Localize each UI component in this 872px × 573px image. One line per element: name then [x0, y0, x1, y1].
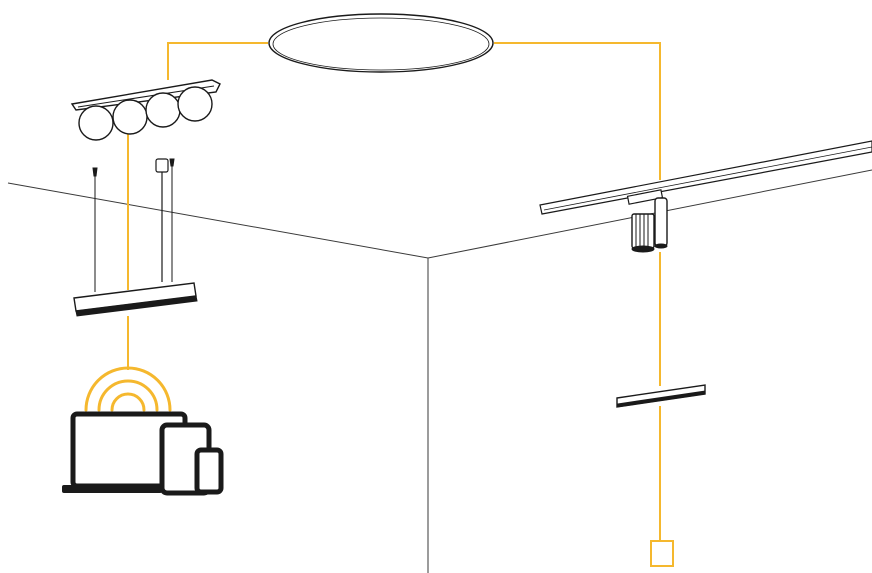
four-globe-bar-pendant-icon	[70, 79, 221, 141]
smartphone-icon	[194, 447, 224, 495]
round-ceiling-panel-icon	[268, 13, 494, 73]
globe-4	[177, 86, 213, 122]
globe-3	[145, 92, 181, 128]
spot-stem	[654, 197, 668, 247]
connector-ceiling-to-globe	[167, 42, 268, 80]
globe-1	[78, 105, 114, 141]
globe-2	[112, 99, 148, 135]
track-rail	[539, 140, 872, 215]
spot-head	[631, 213, 655, 249]
linear-suspended-luminaire-icon	[73, 158, 198, 317]
room-corner-outline	[7, 169, 872, 573]
track-adapter	[626, 189, 664, 205]
left-ceiling-edge	[7, 182, 429, 259]
wall-linear-luminaire-icon	[616, 384, 706, 408]
wireless-signal-icon	[84, 366, 172, 412]
wall-switch-panel-icon	[650, 540, 674, 567]
connector-lines	[127, 42, 661, 541]
pendant-canopy	[155, 158, 169, 173]
track-rail-spotlight-icon	[539, 140, 872, 253]
connector-ceiling-to-track	[494, 42, 661, 180]
